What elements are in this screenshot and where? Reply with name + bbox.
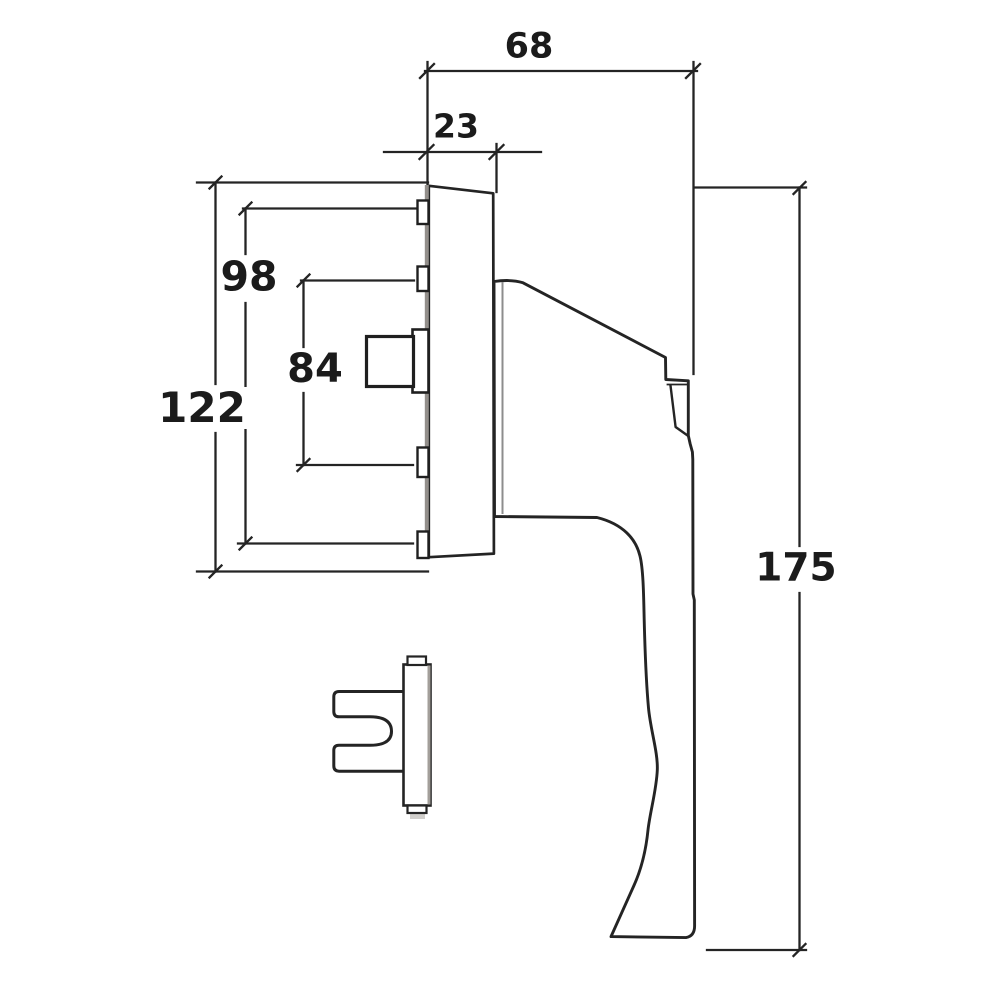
tick-68-left [418,62,436,80]
dim-label-plate-depth: 23 [431,106,481,146]
handle-profile [492,279,697,940]
dimension-84 [295,272,416,473]
backplate-outline [427,184,496,559]
tick-68-right [684,62,702,80]
dim-label-overall-height: 175 [753,545,839,591]
tick-175-bottom [791,942,808,958]
screw-tab-3 [416,446,430,479]
tick-175-top [791,180,808,196]
dimension-98 [236,200,418,552]
tick-23-right [487,143,506,161]
dimension-68 [418,60,702,376]
clip-plate-shadow-bottom [410,812,425,819]
clip-plate-tab-top [406,655,428,667]
clip-plate-tab-bottom [406,804,428,815]
dim-label-total-depth: 68 [502,26,556,67]
spindle-square [364,334,416,389]
handle-outline [492,279,697,940]
tick-84-bottom [295,457,312,473]
mounting-clip-assembly [332,655,432,819]
tick-122-top [207,174,224,191]
screw-tab-1 [416,199,430,226]
tick-122-bottom [207,563,224,580]
dimension-23 [382,142,543,194]
screw-tabs [416,199,430,560]
dim-label-hole-spacing-outer: 98 [218,252,280,301]
clip-side-plate [402,663,432,807]
tick-84-top [295,272,312,289]
dimension-175 [692,180,808,958]
screw-tab-4 [416,530,430,560]
clip-spring [332,690,408,773]
backplate-front [424,184,496,559]
screw-tab-2 [416,265,430,293]
dimension-122 [195,174,430,580]
tick-98-top [237,200,254,217]
handle-nose-inner-edge [669,384,690,438]
dim-label-hole-spacing-inner: 84 [285,346,345,392]
tick-23-left [417,143,436,161]
dim-label-plate-height: 122 [156,383,248,432]
tick-98-bottom [237,535,254,552]
spindle [364,328,430,394]
